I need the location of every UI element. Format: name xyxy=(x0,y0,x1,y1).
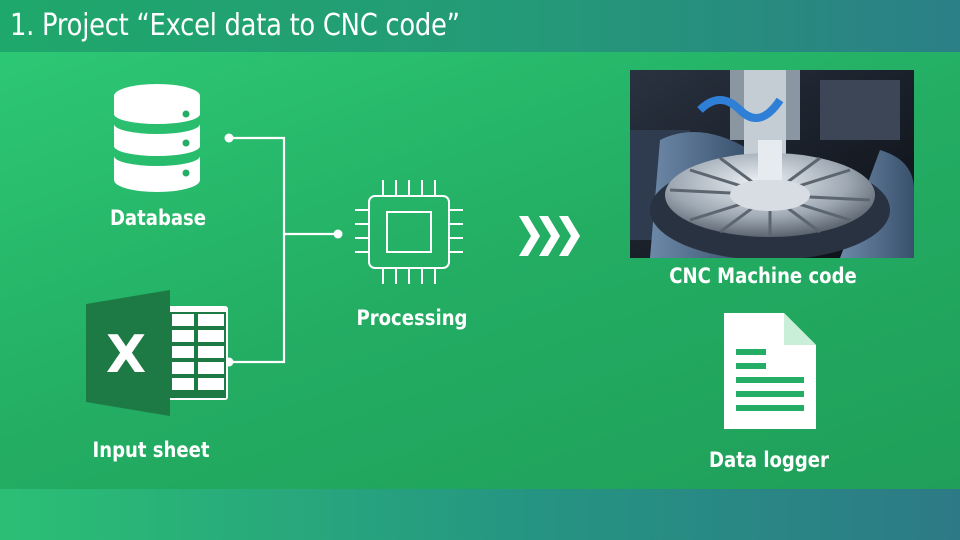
sheet-connector xyxy=(229,234,286,364)
database-label: Database xyxy=(109,206,207,230)
excel-icon: X xyxy=(86,290,228,416)
cnc-machine-photo xyxy=(630,70,914,258)
slide-title: 1. Project “Excel data to CNC code” xyxy=(10,8,460,43)
cnc-machine-code-label: CNC Machine code xyxy=(669,264,857,288)
title-bar: 1. Project “Excel data to CNC code” xyxy=(0,0,960,52)
processing-label: Processing xyxy=(356,306,468,330)
database-connector xyxy=(229,136,286,234)
processing-connector-dot xyxy=(333,229,343,239)
footer-bar xyxy=(0,489,960,540)
processor-chip-icon xyxy=(355,180,463,284)
triple-chevron-right-icon xyxy=(519,216,580,256)
input-sheet-label: Input sheet xyxy=(92,438,210,462)
excel-icon-letter: X xyxy=(106,325,146,385)
data-logger-label: Data logger xyxy=(709,448,829,472)
document-icon xyxy=(724,313,816,429)
database-connector-dot xyxy=(224,133,234,143)
database-icon xyxy=(114,84,200,192)
